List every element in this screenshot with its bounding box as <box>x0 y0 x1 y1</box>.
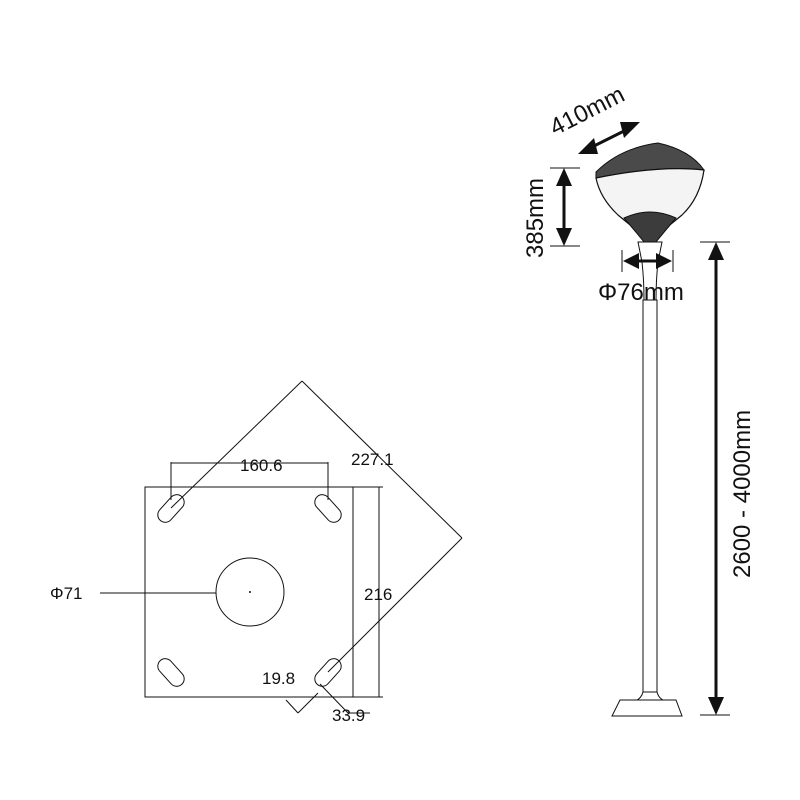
slot-width-leader <box>285 699 299 714</box>
pole-diameter-arrowhead-right <box>656 253 672 269</box>
head-width-arrowhead-left <box>578 138 598 154</box>
pole-base-plate <box>611 699 683 717</box>
lamp-head-neck <box>623 211 677 243</box>
mounting-slot-top-left <box>157 494 185 523</box>
lamp-head <box>595 142 706 243</box>
slot-length-leader <box>319 683 349 714</box>
diagonal-dim-line <box>301 380 463 539</box>
base-plate-outline <box>144 486 354 698</box>
pole-height-label: 2600 - 4000mm <box>729 410 756 578</box>
pole-diameter-label: Φ76mm <box>598 279 684 306</box>
side-label: 216 <box>364 585 392 604</box>
mounting-slot-bottom-left <box>157 658 185 687</box>
diagonal-label: 227.1 <box>351 450 394 469</box>
slot-width-label: 19.8 <box>262 669 295 688</box>
center-hole <box>215 557 285 627</box>
center-point <box>249 591 251 593</box>
diagonal-ext-top <box>170 380 303 509</box>
center-hole-label: Φ71 <box>50 584 82 603</box>
head-height-arrowhead-top <box>556 168 572 186</box>
pole <box>642 299 658 693</box>
slot-length-label: 33.9 <box>332 706 365 725</box>
head-width-arrowhead-right <box>620 122 640 138</box>
lamp-post-drawing: 410mm 385mm Φ76mm 2600 - 4000mm <box>522 81 756 717</box>
pole-diameter-arrowhead-left <box>623 253 639 269</box>
base-plate-drawing: Φ71 160.6 227.1 216 19.8 33.9 <box>50 380 463 725</box>
pole-height-arrowhead-bottom <box>708 697 724 715</box>
head-height-label: 385mm <box>522 178 549 258</box>
slot-width-dim-line <box>297 692 319 714</box>
pole-height-arrowhead-top <box>708 242 724 260</box>
head-width-label: 410mm <box>545 81 629 141</box>
head-height-arrowhead-bottom <box>556 228 572 246</box>
mounting-slot-top-right <box>314 494 342 523</box>
hole-spacing-label: 160.6 <box>240 456 283 475</box>
diagonal-ext-bottom <box>327 537 463 673</box>
